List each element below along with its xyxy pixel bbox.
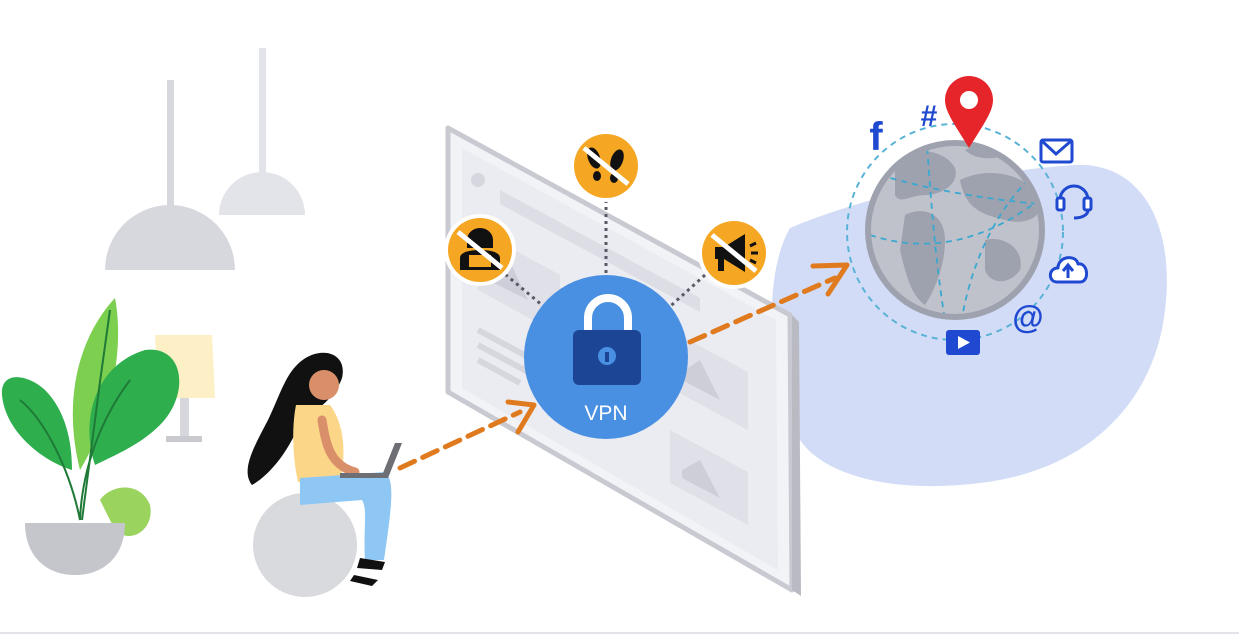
arrow-vpn-to-globe bbox=[687, 275, 838, 345]
person-pants bbox=[300, 472, 392, 560]
megaphone-ads-icon bbox=[715, 234, 758, 272]
ads-badge bbox=[698, 217, 770, 289]
arrowhead-to-globe bbox=[810, 262, 850, 297]
window-dot bbox=[471, 173, 485, 187]
ads-strike bbox=[710, 233, 758, 273]
facebook-icon: f bbox=[869, 115, 883, 159]
svg-text:f: f bbox=[869, 115, 883, 159]
arrowhead-to-vpn bbox=[505, 399, 537, 435]
tracking-badge bbox=[570, 130, 642, 202]
plant-leaf-left bbox=[1, 377, 73, 470]
exercise-ball bbox=[253, 493, 357, 597]
hashtag-icon: # bbox=[921, 100, 938, 133]
plant-stem bbox=[19, 309, 131, 521]
plant-pot bbox=[25, 523, 125, 575]
lock-shackle bbox=[584, 294, 632, 330]
mail-icon bbox=[1039, 138, 1074, 164]
headset-support-icon bbox=[1055, 184, 1093, 220]
at-sign-icon: @ bbox=[1012, 299, 1043, 335]
svg-text:#: # bbox=[921, 100, 938, 133]
lamp-shade-right bbox=[219, 172, 305, 215]
person-arm bbox=[317, 415, 360, 477]
hacker-badge bbox=[444, 214, 516, 286]
location-pin-icon bbox=[945, 76, 993, 148]
cloud-upload-icon bbox=[1048, 256, 1088, 284]
tracking-strike bbox=[582, 146, 630, 186]
table-lamp-stem bbox=[180, 398, 189, 436]
person-head bbox=[309, 370, 339, 400]
screen-image-3 bbox=[682, 460, 720, 498]
person-shirt bbox=[293, 405, 344, 482]
screen-bar-1 bbox=[500, 190, 700, 312]
table-lamp-base bbox=[166, 436, 202, 442]
lamp-cord-left bbox=[167, 80, 174, 210]
hacker-strike bbox=[456, 230, 504, 270]
vpn-label: VPN bbox=[584, 402, 627, 425]
plant-leaf-tall bbox=[72, 298, 119, 470]
globe-continents bbox=[895, 146, 1039, 305]
laptop bbox=[340, 443, 402, 478]
person-with-laptop bbox=[247, 352, 402, 597]
youtube-play-icon bbox=[946, 330, 980, 355]
globe-group bbox=[846, 123, 1064, 341]
screen-image-2 bbox=[682, 360, 720, 400]
lamp-cord-right bbox=[259, 48, 266, 173]
monitor-edge bbox=[792, 315, 801, 596]
screen-text-lines bbox=[476, 327, 532, 386]
potted-plant bbox=[1, 298, 180, 575]
plant-leaf-right bbox=[89, 349, 180, 465]
pendant-lamps bbox=[105, 48, 305, 270]
lamp-shade-left bbox=[105, 205, 235, 270]
lock-keyhole-slot bbox=[605, 352, 609, 362]
svg-text:@: @ bbox=[1012, 299, 1043, 335]
globe-network-lines bbox=[871, 146, 1039, 314]
traffic-arrows bbox=[397, 275, 838, 471]
person-shoes bbox=[350, 558, 385, 586]
vpn-node: VPN bbox=[524, 275, 688, 439]
arrow-laptop-to-vpn bbox=[397, 409, 523, 471]
